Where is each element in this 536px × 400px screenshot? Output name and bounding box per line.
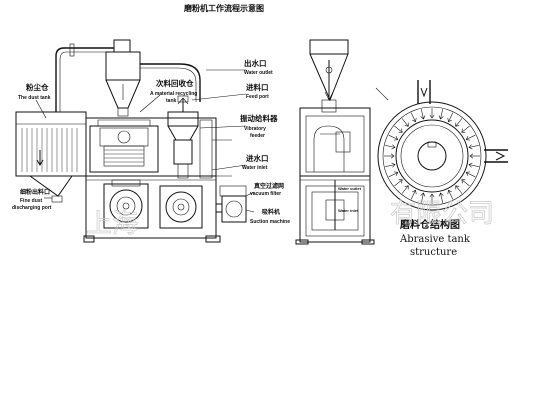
radial-arrow (410, 112, 416, 122)
radial-arrow (401, 185, 409, 194)
radial-arrow (448, 112, 454, 122)
radial-arrow-head (469, 153, 474, 159)
radial-arrow (455, 185, 463, 194)
radial-arrow-head (394, 136, 399, 141)
fine-dust-label-en1: Fine dust (20, 198, 43, 204)
radial-arrow-head (461, 128, 466, 133)
radial-arrow-head (390, 153, 395, 159)
radial-arrow-head (412, 189, 417, 194)
radial-arrow-head (438, 192, 444, 197)
leader-lines-left (35, 69, 255, 213)
radial-arrow (466, 172, 476, 178)
mid-label-a: Water outlet (338, 186, 362, 191)
abrasive-tank-title-en-line1: Abrasive tank (399, 234, 471, 245)
abrasive-tank-drawing (375, 80, 508, 211)
radial-arrow (388, 172, 398, 178)
radial-arrow (466, 134, 476, 140)
radial-arrow (410, 190, 416, 200)
fine-dust-label-cn: 细粉出料口 (20, 188, 50, 196)
dust-tank-label-en: The dust tank (18, 95, 51, 101)
radial-arrow-head (420, 192, 426, 197)
radial-arrow (455, 118, 463, 127)
abrasive-tank-title-en-line2: structure (410, 247, 457, 258)
dust-tank-label-cn: 粉尘仓 (26, 82, 49, 92)
watermark-text: 上海 (86, 209, 138, 239)
abrasive-tank-title-cn: 磨料仓结构图 (399, 218, 460, 231)
radial-arrow-head (461, 179, 466, 184)
radial-arrow-head (398, 128, 403, 133)
vibratory-feeder-label-cn: 振动给料器 (240, 113, 278, 123)
radial-arrow-head (391, 162, 396, 168)
material-recycle-label-en1: A material recycling (150, 91, 197, 97)
vacuum-filter-label-en: vacuum filter (250, 191, 281, 197)
watermark-text-2: 有限公司 (390, 199, 494, 229)
water-inlet-label-cn: 进水口 (246, 153, 269, 163)
feed-port-label-cn: 进料口 (246, 82, 269, 92)
vibratory-feeder-label-en1: Vibratory (244, 126, 266, 132)
radial-arrow (421, 109, 424, 120)
radial-arrow-head (447, 189, 452, 194)
fine-dust-label-en2: discharging port (12, 205, 52, 211)
diagram-title: 磨粉机工作流程示意图 (183, 3, 264, 13)
radial-arrow (421, 192, 424, 203)
radial-arrow-head (394, 171, 399, 176)
radial-arrow (448, 190, 454, 200)
radial-arrow-head (455, 122, 460, 127)
radial-arrow-head (447, 118, 452, 123)
material-recycle-label-cn: 次料回收仓 (156, 78, 194, 88)
radial-arrow-head (438, 115, 444, 120)
radial-arrow (440, 109, 443, 120)
radial-arrow-head (404, 185, 409, 190)
radial-arrow (385, 145, 396, 148)
radial-arrow-head (429, 114, 435, 119)
radial-arrow-head (468, 162, 473, 168)
watermark: 上海 有限公司 (86, 199, 495, 240)
radial-arrow (394, 179, 403, 187)
radial-arrow (468, 145, 479, 148)
radial-arrow-head (404, 122, 409, 127)
left-labels: 粉尘仓 The dust tank 次料回收仓 A material recyc… (12, 58, 290, 225)
radial-arrow (394, 125, 403, 133)
water-outlet-label-cn: 出水口 (244, 58, 267, 68)
feed-port-label-en: Feed port (246, 94, 269, 100)
radial-arrow (461, 179, 470, 187)
radial-arrow-head (391, 144, 396, 150)
vibratory-feeder-label-en2: feeder (250, 133, 265, 139)
radial-arrow-head (465, 136, 470, 141)
radial-arrow (440, 192, 443, 203)
radial-arrow-head (412, 118, 417, 123)
side-view-drawing: Water outlet Water inlet (295, 39, 375, 245)
radial-arrow-head (420, 115, 426, 120)
radial-arrow-head (429, 193, 435, 198)
radial-arrow-head (465, 171, 470, 176)
radial-arrow (461, 125, 470, 133)
radial-arrow (468, 164, 479, 167)
vacuum-filter-label-cn: 真空过滤网 (254, 182, 284, 190)
material-recycle-label-en2: tank (166, 98, 177, 104)
main-machine-drawing (15, 39, 247, 243)
radial-arrow (385, 164, 396, 167)
suction-machine-label-en: Suction machine (250, 219, 290, 225)
water-inlet-label-en: Water inlet (242, 165, 268, 171)
radial-arrow-head (398, 179, 403, 184)
radial-arrow-head (455, 185, 460, 190)
suction-machine-label-cn: 吸料机 (262, 208, 280, 216)
water-outlet-label-en: Water outlet (244, 70, 273, 76)
radial-arrow (401, 118, 409, 127)
mid-label-b: Water inlet (338, 208, 359, 213)
radial-arrow (388, 134, 398, 140)
radial-arrow-head (468, 144, 473, 150)
